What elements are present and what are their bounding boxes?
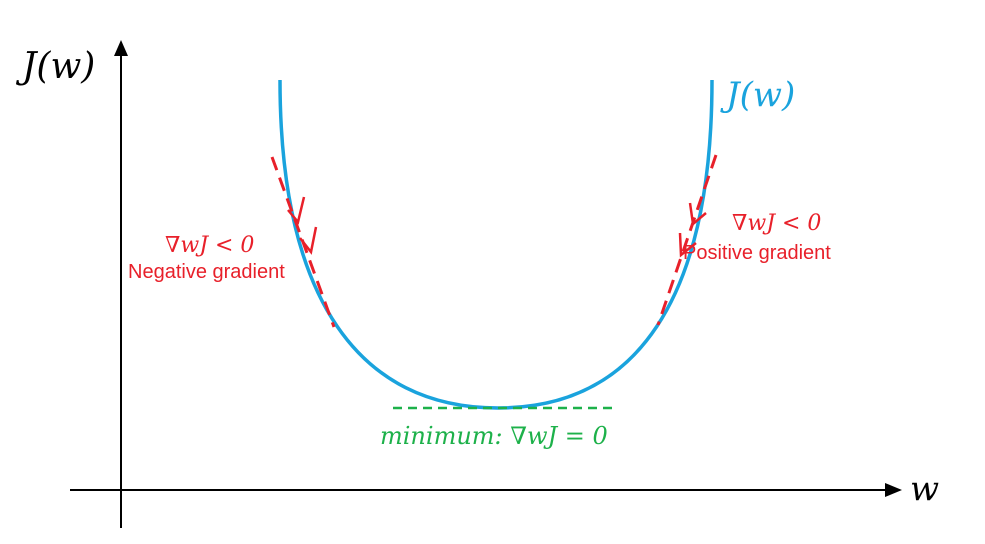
left-tangent-group: ∇wJ < 0 Negative gradient — [128, 156, 336, 328]
right-direction-arrow-upper — [688, 202, 707, 227]
y-axis-arrowhead — [114, 40, 128, 56]
right-tangent-line — [656, 154, 718, 326]
right-gradient-caption: Positive gradient — [683, 242, 831, 264]
y-axis-label: J(w) — [15, 46, 95, 87]
axes: J(w) w — [15, 40, 939, 528]
right-tangent-group: ∇wJ < 0 Positive gradient — [656, 154, 831, 326]
cost-curve-label: J(w) — [720, 75, 795, 115]
left-direction-arrow-upper — [287, 196, 306, 225]
left-direction-arrow-lower — [299, 226, 318, 255]
right-gradient-label: ∇wJ < 0 — [732, 211, 821, 236]
right-direction-arrow-lower — [678, 232, 697, 258]
left-gradient-caption: Negative gradient — [128, 261, 285, 283]
cost-curve — [278, 79, 714, 410]
x-axis-arrowhead — [885, 483, 902, 497]
x-axis-label: w — [910, 469, 939, 509]
minimum-marker: minimum: ∇wJ = 0 — [380, 406, 612, 450]
left-gradient-label: ∇wJ < 0 — [165, 233, 254, 258]
minimum-label: minimum: ∇wJ = 0 — [380, 422, 608, 450]
